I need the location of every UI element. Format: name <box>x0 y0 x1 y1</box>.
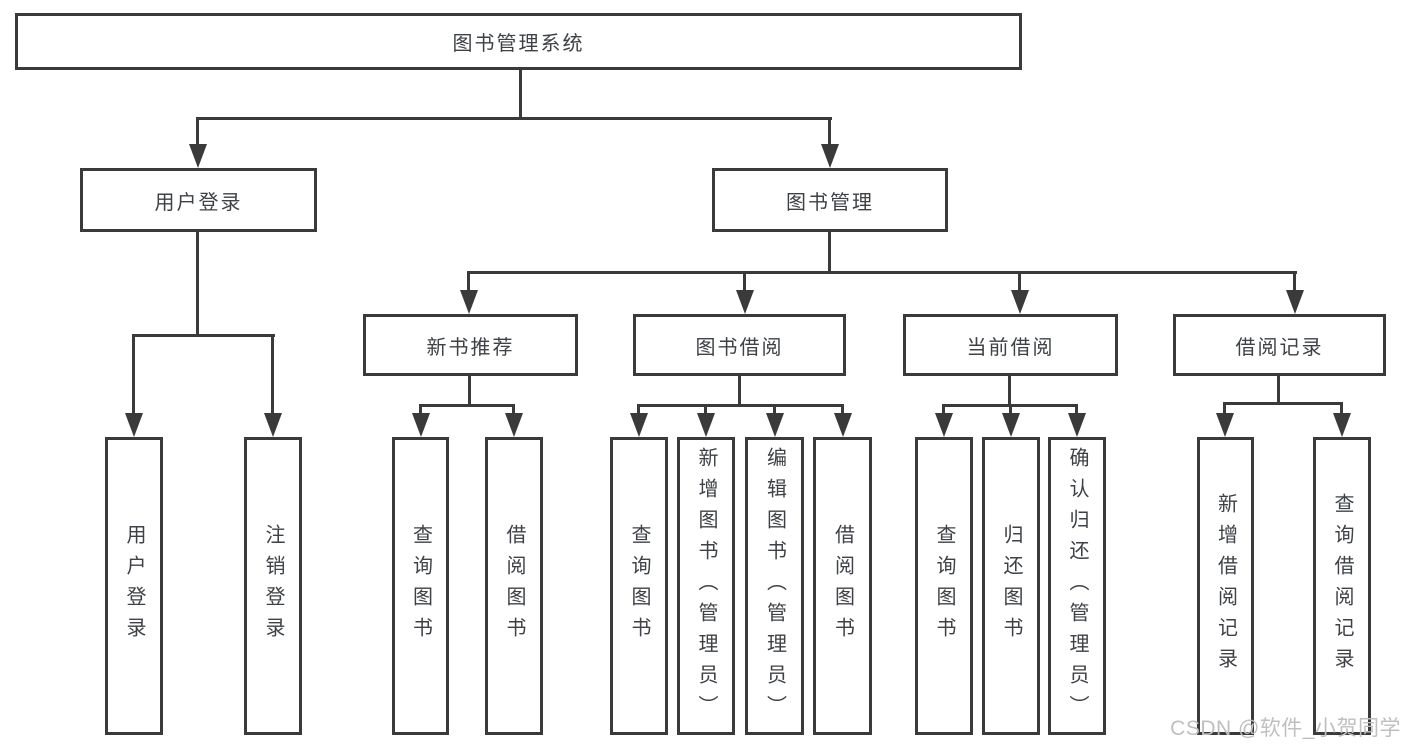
leaf-logout-login: 注销登录 <box>244 437 302 735</box>
leaf-borrow-books: 借阅图书 <box>813 437 872 735</box>
connector-line <box>704 404 707 416</box>
connector-line <box>1340 402 1343 416</box>
connector-line <box>738 376 741 406</box>
connector-line <box>1075 404 1078 416</box>
leaf-borrow-books-recommend: 借阅图书 <box>485 437 543 735</box>
node-book-borrow: 图书借阅 <box>633 314 846 376</box>
connector-line <box>467 271 1297 274</box>
connector-line <box>132 334 135 416</box>
connector-line <box>132 334 275 337</box>
connector-line <box>743 271 746 293</box>
leaf-confirm-return-admin: 确认归还（管理员） <box>1048 437 1106 735</box>
connector-line <box>196 231 199 336</box>
connector-line <box>419 404 515 407</box>
arrow-down-icon <box>264 413 282 437</box>
leaf-query-books-recommend: 查询图书 <box>392 437 449 735</box>
node-current-borrow: 当前借阅 <box>903 314 1118 376</box>
connector-line <box>467 271 470 293</box>
connector-line <box>828 231 831 273</box>
leaf-query-books-current: 查询图书 <box>915 437 973 735</box>
arrow-down-icon <box>1068 413 1086 437</box>
connector-line <box>196 117 199 147</box>
arrow-down-icon <box>1011 290 1029 314</box>
connector-line <box>841 404 844 416</box>
connector-line <box>1223 402 1226 416</box>
arrow-down-icon <box>834 413 852 437</box>
arrow-down-icon <box>460 290 478 314</box>
connector-line <box>1293 271 1296 293</box>
connector-line <box>271 334 274 416</box>
arrow-down-icon <box>189 144 207 168</box>
leaf-return-books: 归还图书 <box>982 437 1040 735</box>
leaf-user-login: 用户登录 <box>105 437 163 735</box>
connector-line <box>512 404 515 416</box>
connector-line <box>419 404 422 416</box>
connector-line <box>637 404 844 407</box>
arrow-down-icon <box>505 413 523 437</box>
node-borrow-records: 借阅记录 <box>1173 314 1386 376</box>
node-user-login: 用户登录 <box>80 168 317 232</box>
leaf-add-book-admin: 新增图书（管理员） <box>677 437 735 735</box>
connector-line <box>519 67 522 119</box>
leaf-query-borrow-record: 查询借阅记录 <box>1313 437 1371 735</box>
connector-line <box>1223 402 1343 405</box>
leaf-edit-book-admin: 编辑图书（管理员） <box>745 437 804 735</box>
arrow-down-icon <box>1286 290 1304 314</box>
node-new-book-recommend: 新书推荐 <box>363 314 578 376</box>
arrow-down-icon <box>935 413 953 437</box>
node-book-management: 图书管理 <box>712 168 948 232</box>
arrow-down-icon <box>697 413 715 437</box>
connector-line <box>1009 404 1012 416</box>
arrow-down-icon <box>821 144 839 168</box>
arrow-down-icon <box>125 413 143 437</box>
arrow-down-icon <box>1216 413 1234 437</box>
node-library-management-system: 图书管理系统 <box>15 13 1022 70</box>
arrow-down-icon <box>1002 413 1020 437</box>
connector-line <box>773 404 776 416</box>
csdn-watermark: CSDN @软件_小贺同学 <box>1170 717 1401 740</box>
connector-line <box>1018 271 1021 293</box>
arrow-down-icon <box>766 413 784 437</box>
arrow-down-icon <box>1333 413 1351 437</box>
arrow-down-icon <box>412 413 430 437</box>
leaf-add-borrow-record: 新增借阅记录 <box>1197 437 1254 735</box>
arrow-down-icon <box>736 290 754 314</box>
leaf-query-books-borrow: 查询图书 <box>610 437 668 735</box>
connector-line <box>637 404 640 416</box>
connector-line <box>942 404 945 416</box>
connector-line <box>1008 376 1011 406</box>
connector-line <box>828 117 831 147</box>
connector-line <box>468 376 471 406</box>
connector-line <box>196 117 832 120</box>
arrow-down-icon <box>630 413 648 437</box>
connector-line <box>1277 376 1280 404</box>
